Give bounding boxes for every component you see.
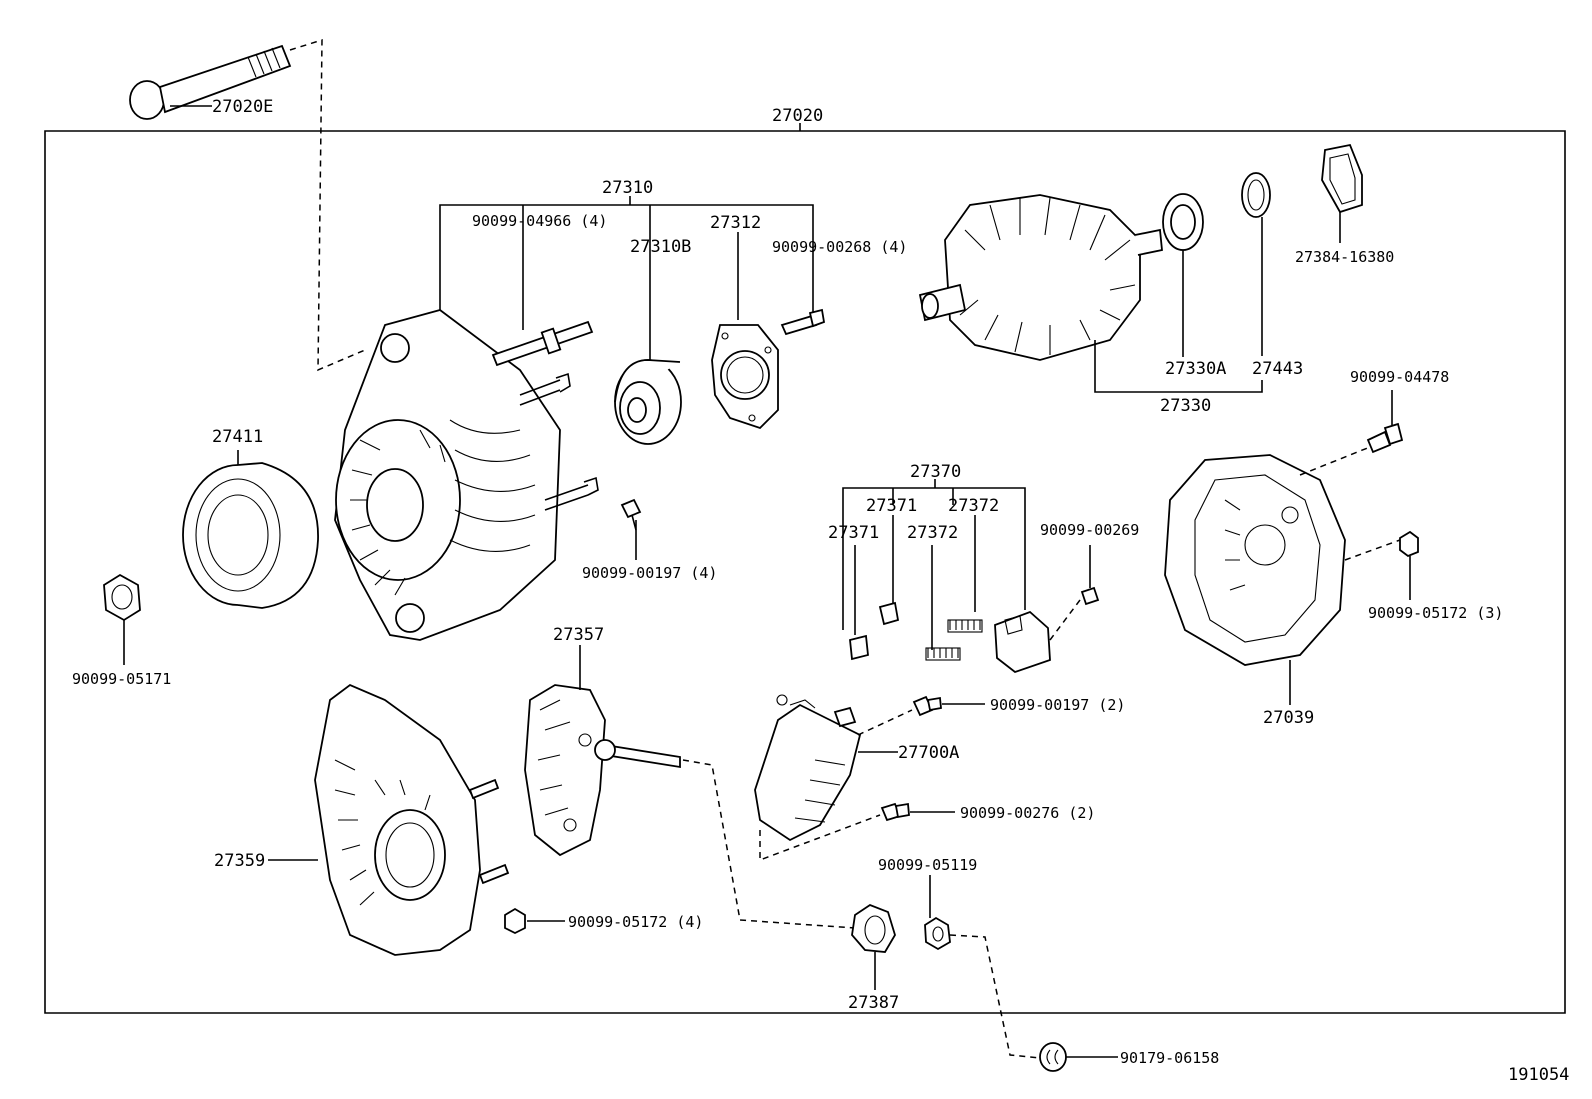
cover-bolt-icon[interactable] [1366,422,1404,454]
terminal-stud-lower [544,476,599,511]
terminal-cap-dash [949,934,1041,1059]
regulator-screw-b-icon[interactable] [880,802,910,822]
brush-icon[interactable] [849,601,900,661]
cover-bolt-dash [1299,444,1376,476]
label-stud-bolt[interactable]: 90099-04966 (4) [472,212,607,230]
regulator-screw-icon[interactable] [912,695,942,717]
stud-bolt-icon[interactable] [491,320,594,367]
label-rectifier[interactable]: 27357 [553,625,604,645]
cover-nut-icon[interactable] [1399,530,1419,558]
label-brush-b[interactable]: 27371 [828,523,879,543]
bracket-27310 [439,196,814,360]
label-regulator-screw-b[interactable]: 90099-00276 (2) [960,804,1095,822]
label-spring-a[interactable]: 27372 [948,496,999,516]
label-pulley[interactable]: 27411 [212,427,263,447]
drive-end-frame-icon[interactable] [334,309,561,641]
assembly-frame [44,123,1566,1014]
rotor-leaders [1094,212,1341,393]
label-frame-drive-assy[interactable]: 27310 [602,178,653,198]
insulator-icon[interactable] [851,903,896,953]
label-brush-holder-assy[interactable]: 27370 [910,462,961,482]
label-brush-screw[interactable]: 90099-00269 [1040,521,1139,539]
label-terminal-screw[interactable]: 90099-00197 (4) [582,564,717,582]
label-ring[interactable]: 27443 [1252,359,1303,379]
through-bolt-icon[interactable] [129,44,292,120]
terminal-screw-icon[interactable] [620,498,642,531]
label-screw-retainer[interactable]: 90099-00268 (4) [772,238,907,256]
label-retainer-plate[interactable]: 27312 [710,213,761,233]
label-rectifier-end-frame[interactable]: 27359 [214,851,265,871]
label-cover-nut[interactable]: 90099-05172 (3) [1368,604,1503,622]
label-regulator[interactable]: 27700A [898,743,959,763]
label-frame-nut[interactable]: 90099-05172 (4) [568,913,703,931]
brush-holder-icon[interactable] [994,610,1051,674]
label-spring-b[interactable]: 27372 [907,523,958,543]
label-brush-a[interactable]: 27371 [866,496,917,516]
brush-screw-icon[interactable] [1080,586,1100,606]
frame-nut-icon[interactable] [504,907,526,935]
screw-retainer-icon[interactable] [780,308,826,336]
label-through-bolt[interactable]: 27020E [212,97,273,117]
label-bearing-front[interactable]: 27310B [630,237,691,257]
bracket-27370 [842,479,1026,630]
regulator-screw-dash [857,709,913,736]
pulley-icon[interactable] [182,462,319,609]
regulator-icon[interactable] [754,694,862,842]
cover-nut-dash [1344,539,1401,561]
cover-ring-icon[interactable] [1321,143,1363,214]
rectifier-stud-dash [682,759,856,929]
label-terminal-nut[interactable]: 90099-05119 [878,856,977,874]
label-regulator-screw[interactable]: 90099-00197 (2) [990,696,1125,714]
rear-bearing-icon[interactable] [1162,193,1204,251]
spring-icon[interactable] [925,619,983,661]
label-cover-bolt[interactable]: 90099-04478 [1350,368,1449,386]
terminal-cap-icon[interactable] [1039,1042,1067,1072]
diagram-id: 191054 [1508,1065,1569,1085]
rectifier-end-frame-icon[interactable] [314,683,510,956]
regulator-b-dash [759,814,881,862]
pulley-nut-icon[interactable] [103,573,141,622]
label-rotor-assy[interactable]: 27330 [1160,396,1211,416]
label-terminal-cap[interactable]: 90179-06158 [1120,1049,1219,1067]
label-cover-ring[interactable]: 27384-16380 [1295,248,1394,266]
terminal-nut-icon[interactable] [924,916,951,951]
label-rear-bearing[interactable]: 27330A [1165,359,1226,379]
retainer-plate-icon[interactable] [711,324,779,430]
label-pulley-nut[interactable]: 90099-05171 [72,670,171,688]
brush-screw-dash [1049,599,1081,641]
ring-icon[interactable] [1241,172,1271,218]
terminal-stud-upper [519,372,571,406]
rotor-icon[interactable] [918,194,1163,361]
end-cover-icon[interactable] [1164,454,1346,666]
brush-leaders [854,515,976,650]
label-assembly[interactable]: 27020 [772,106,823,126]
front-bearing-icon[interactable] [614,359,682,445]
rectifier-icon[interactable] [524,684,681,857]
label-insulator[interactable]: 27387 [848,993,899,1013]
label-end-cover[interactable]: 27039 [1263,708,1314,728]
bolt-leader-dash [289,38,366,372]
